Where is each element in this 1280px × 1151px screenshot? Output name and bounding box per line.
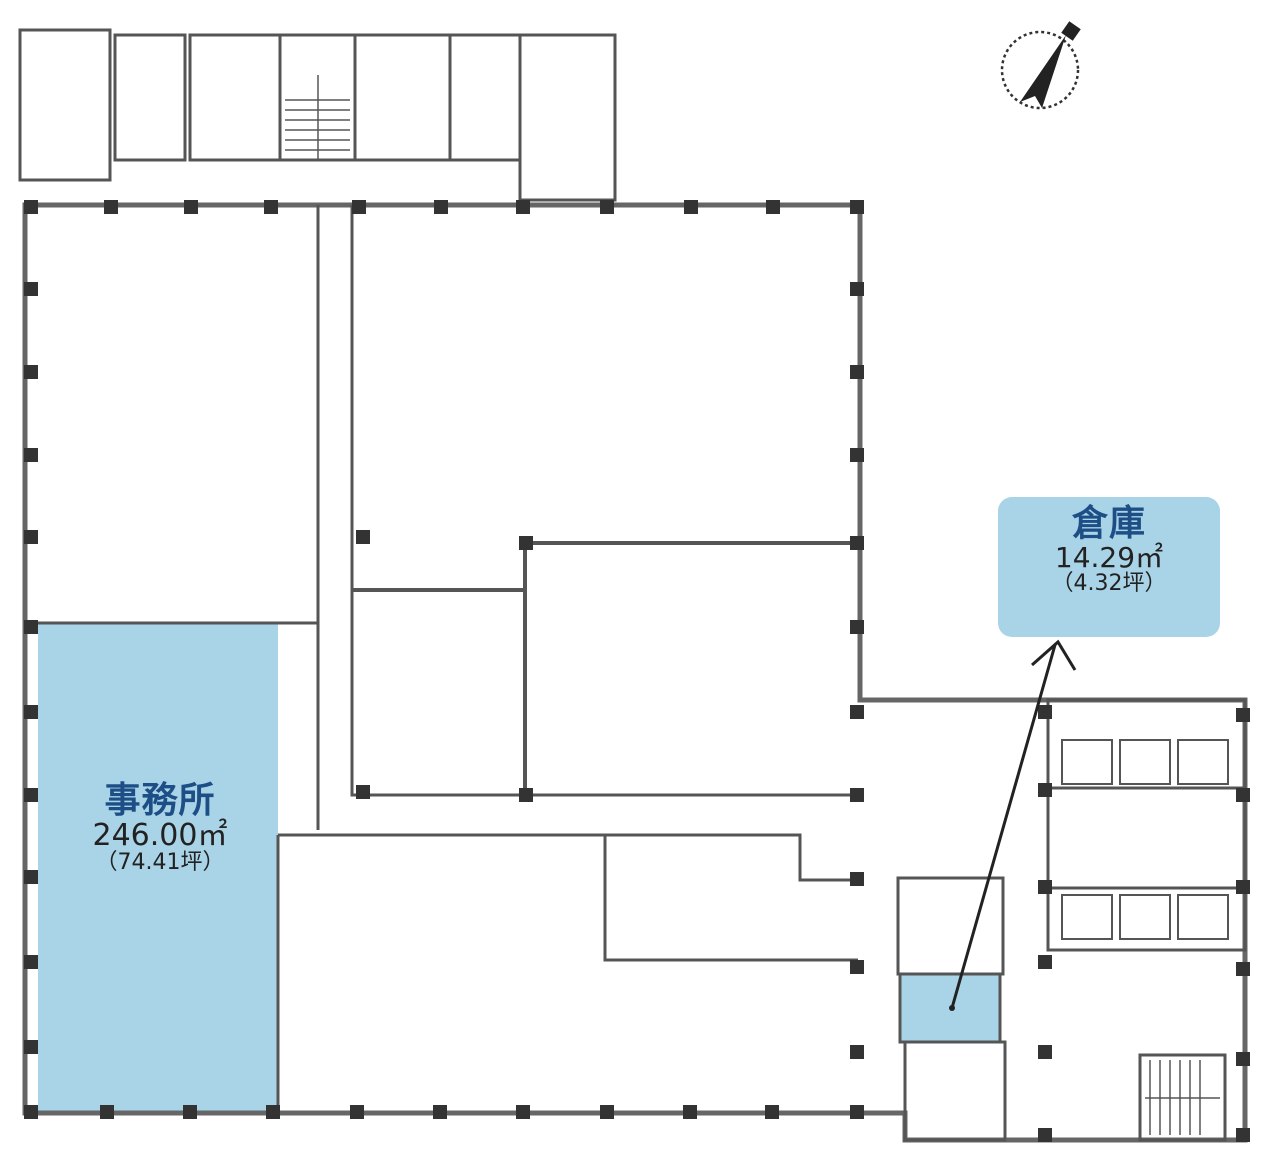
office-area-m2: 246.00㎡ [92,817,228,853]
office-area-tsubo: （74.41坪） [95,850,225,876]
storage-area-m2: 14.29㎡ [1054,540,1164,574]
office-area[interactable] [38,623,278,1113]
storage-label: 倉庫 14.29㎡ （4.32坪） [998,497,1220,637]
north-arrow-icon [1000,21,1081,110]
callout-arrow [950,639,1077,1009]
storage-area-tsubo: （4.32坪） [1051,571,1167,597]
office-name: 事務所 [104,780,216,821]
columns [24,200,1250,1142]
office-label: 事務所 246.00㎡ （74.41坪） [40,780,280,876]
storage-name: 倉庫 [1071,503,1146,544]
